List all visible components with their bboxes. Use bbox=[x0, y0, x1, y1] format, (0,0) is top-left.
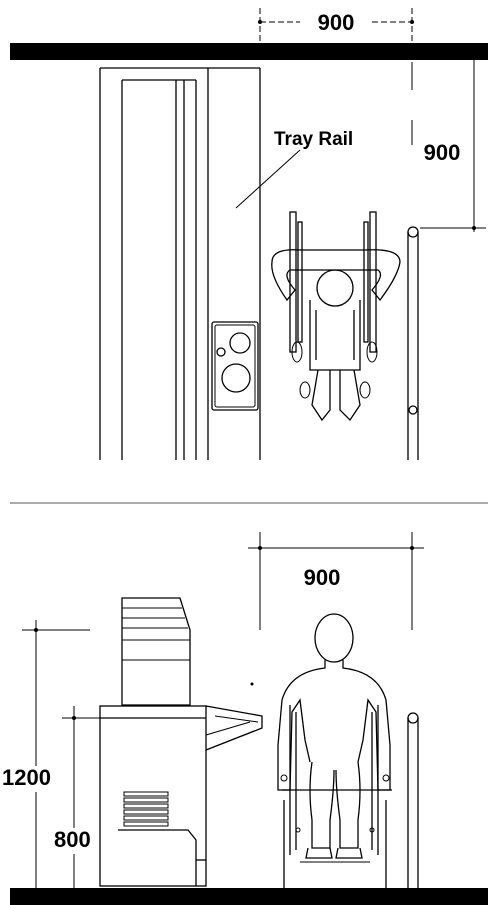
elevation-height-800-label: 800 bbox=[54, 827, 91, 852]
plan-top-dimension: 900 bbox=[258, 8, 414, 42]
elevation-counter bbox=[99, 597, 263, 887]
plan-top-dimension-label: 900 bbox=[318, 10, 355, 35]
elevation-grab-rail bbox=[407, 712, 419, 888]
elevation-floor bbox=[10, 888, 488, 905]
tray-rail-label: Tray Rail bbox=[274, 129, 353, 150]
elevation-height-1200: 1200 bbox=[2, 620, 90, 888]
plan-wheelchair-user bbox=[271, 211, 401, 422]
elevation-view: 900 1200 800 bbox=[2, 532, 488, 905]
plan-side-dimension-label: 900 bbox=[424, 140, 461, 165]
elevation-width-label: 900 bbox=[304, 565, 341, 590]
plan-counter bbox=[99, 67, 261, 460]
plan-side-dimension: 900 bbox=[411, 60, 486, 232]
elevation-wheelchair-user bbox=[277, 613, 392, 888]
plan-view: 900 900 Tray Rail bbox=[10, 8, 488, 504]
plan-equipment-unit bbox=[211, 321, 259, 411]
tray-rail-callout: Tray Rail bbox=[235, 129, 353, 209]
plan-wall-top bbox=[10, 43, 488, 60]
elevation-height-800: 800 bbox=[50, 706, 100, 888]
plan-grab-rail bbox=[407, 226, 419, 460]
plate-stack bbox=[123, 791, 169, 827]
elevation-width-dimension: 900 bbox=[248, 532, 424, 630]
elevation-height-1200-label: 1200 bbox=[2, 765, 51, 790]
